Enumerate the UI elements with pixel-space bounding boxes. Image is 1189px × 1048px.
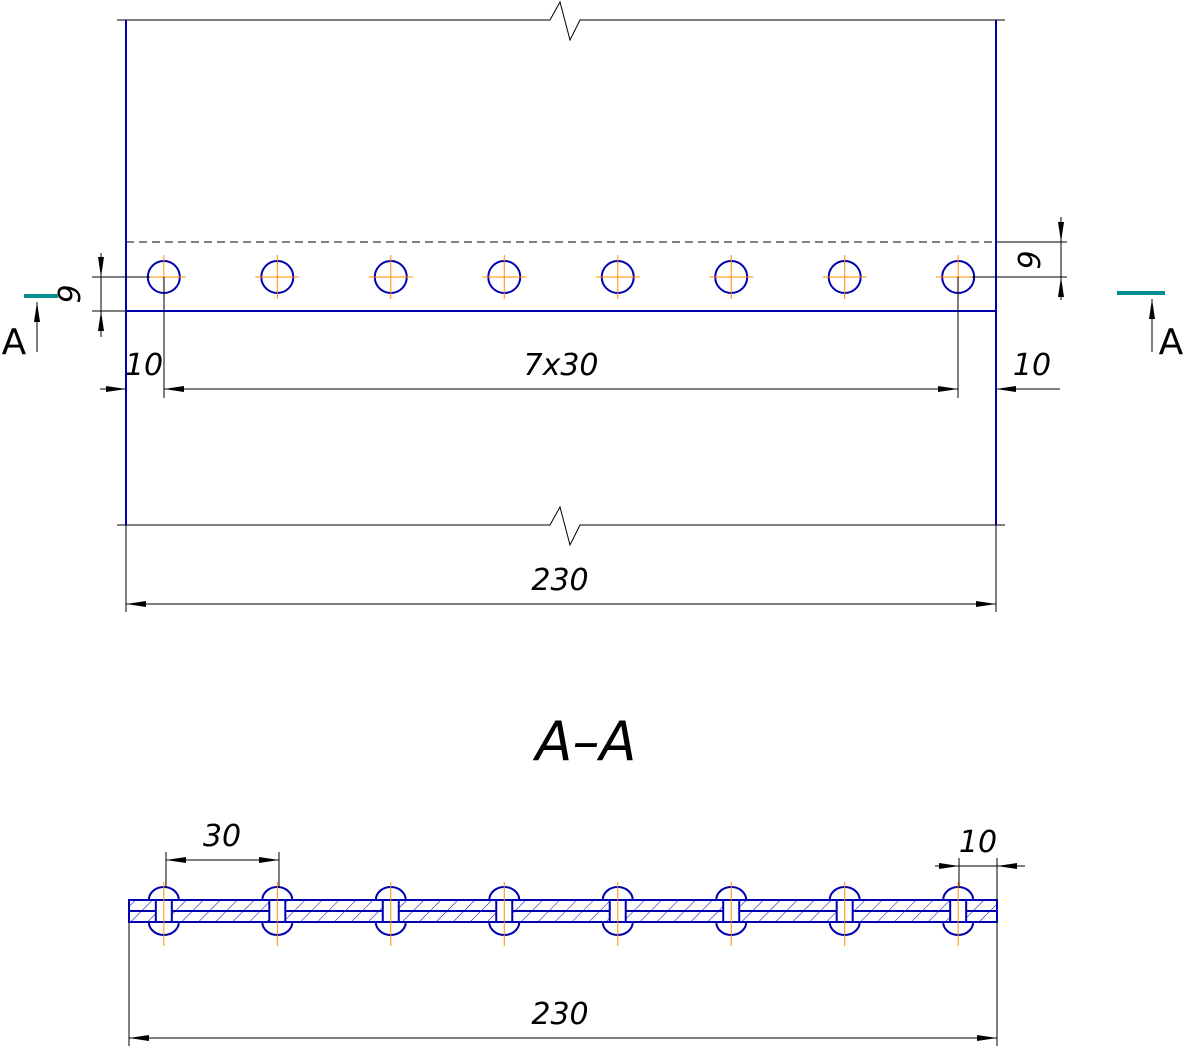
rivet-hole: [595, 255, 640, 299]
section-view: 30 10 230: [128, 819, 1025, 1046]
section-rivet: [828, 882, 861, 946]
dim-label-10-left: 10: [125, 348, 163, 383]
dim-label-10-right: 10: [1013, 348, 1051, 383]
dim-label-9-right: 9: [1013, 250, 1048, 269]
dim-total-bottom: 230: [128, 922, 998, 1046]
section-letter-left: A: [2, 322, 27, 363]
dim-label-230-top: 230: [531, 563, 588, 598]
section-title: A–A: [533, 710, 637, 773]
section-letter-right: A: [1159, 322, 1184, 363]
rivet-hole: [709, 255, 754, 299]
section-plate-top: [128, 899, 998, 912]
dim-section-edge: 10: [935, 825, 1025, 900]
section-mark-right: A: [1117, 291, 1184, 363]
dim-label-230-bottom: 230: [531, 997, 588, 1032]
section-rivet: [488, 882, 521, 946]
rivet-hole: [255, 255, 300, 299]
rivet-hole: [482, 255, 527, 299]
dim-label-9-left: 9: [53, 284, 88, 303]
dim-total-top: 230: [125, 525, 997, 612]
rivet-holes: [141, 255, 981, 299]
dim-label-30: 30: [203, 819, 241, 854]
section-rivet: [261, 882, 294, 946]
section-rivet: [147, 882, 180, 946]
section-rivet: [942, 882, 975, 946]
section-rivet: [601, 882, 634, 946]
rivet-hole: [368, 255, 413, 299]
section-rivet: [374, 882, 407, 946]
dim-label-7x30: 7x30: [523, 348, 598, 383]
section-mark-left: A: [2, 294, 58, 363]
dim-section-pitch: 30: [165, 819, 280, 888]
section-rivet: [715, 882, 748, 946]
rivet-hole: [822, 255, 867, 299]
dim-hole-offset-right: 9: [972, 217, 1067, 300]
dim-hole-offset-left: 9: [53, 253, 150, 337]
top-break-line: [117, 0, 1005, 42]
bottom-break-line: [117, 505, 1005, 547]
section-plate-bottom: [128, 910, 998, 923]
plan-view: 9 9 10 7x30 10 230: [2, 0, 1184, 612]
dim-label-10-section: 10: [959, 825, 997, 860]
section-rivets: [147, 882, 975, 946]
dim-chain: 10 7x30 10: [100, 277, 1060, 398]
